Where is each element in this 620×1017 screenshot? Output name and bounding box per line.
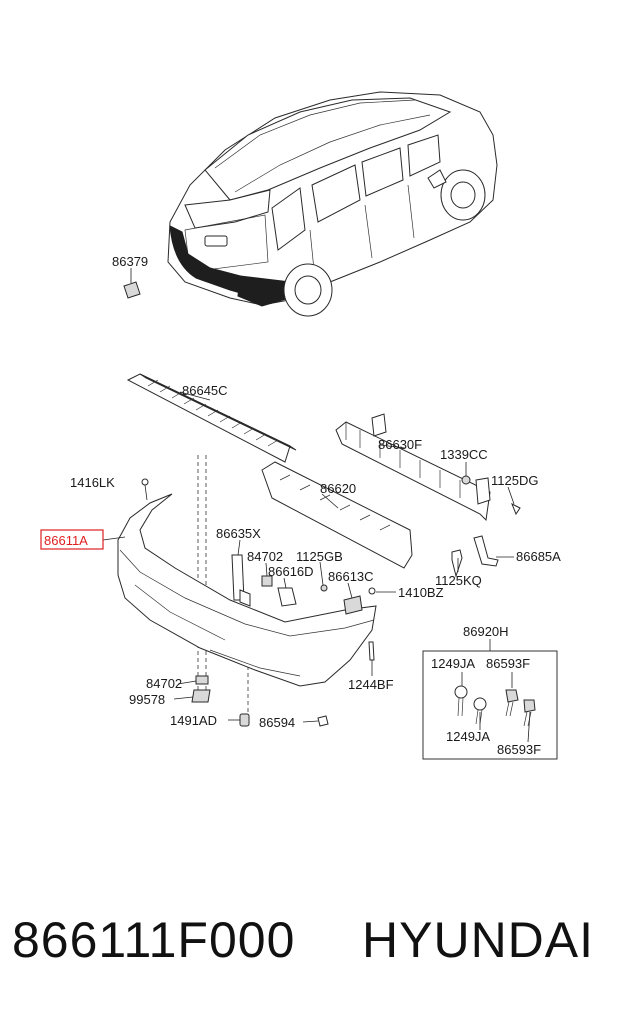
callout-86685A[interactable]: 86685A [516,549,561,564]
vehicle-illustration [167,91,498,317]
part-86685A: 86685A [473,535,561,567]
part-1125KQ: 1125KQ [435,549,482,588]
callout-86593F-top[interactable]: 86593F [486,656,530,671]
brand-name: HYUNDAI [362,912,595,968]
callout-1249JA-top[interactable]: 1249JA [431,656,475,671]
callout-86594[interactable]: 86594 [259,715,295,730]
callout-1491AD[interactable]: 1491AD [170,713,217,728]
part-1339CC: 1339CC [440,447,488,485]
caption-bar: 866111F000 HYUNDAI [0,895,620,985]
part-number: 866111F000 [12,912,296,968]
callout-84702-upper[interactable]: 84702 [247,549,283,564]
parts-diagram: 86379 86645C 86630F 1339CC 1125DG 866 [40,91,561,760]
callout-99578[interactable]: 99578 [129,692,165,707]
kit-box [422,650,558,760]
part-86620: 86620 [261,461,413,569]
callout-1125GB[interactable]: 1125GB [296,549,343,564]
callout-1416LK[interactable]: 1416LK [70,475,115,490]
callout-1125KQ[interactable]: 1125KQ [435,573,482,588]
part-86920H-kit: 86920H 1249JA 86593F 1249JA 86593F [422,624,558,760]
part-1125GB: 1125GB [296,549,343,592]
part-1125DG: 1125DG [491,473,538,516]
callout-86593F-bottom[interactable]: 86593F [497,742,541,757]
part-86616D: 86616D [268,564,314,607]
callout-86635X[interactable]: 86635X [216,526,261,541]
part-86635X: 86635X [216,526,261,607]
callout-86920H[interactable]: 86920H [463,624,509,639]
part-86379: 86379 [112,254,148,299]
callout-86611A[interactable]: 86611A [44,533,88,548]
part-1410BZ: 1410BZ [368,585,444,600]
part-86613C: 86613C [328,569,374,615]
callout-86616D[interactable]: 86616D [268,564,314,579]
part-86594: 86594 [259,715,329,730]
callout-86645C[interactable]: 86645C [182,383,228,398]
part-84702-upper: 84702 [247,549,283,587]
part-84702-lower: 84702 [146,675,209,691]
part-86645C: 86645C [126,373,297,463]
part-1244BF: 1244BF [348,641,394,692]
callout-84702-lower[interactable]: 84702 [146,676,182,691]
callout-1125DG[interactable]: 1125DG [491,473,538,488]
callout-1249JA-bottom[interactable]: 1249JA [446,729,490,744]
part-1491AD: 1491AD [170,713,250,728]
highlight-box [40,529,104,550]
part-86630F: 86630F [335,413,491,522]
part-99578: 99578 [129,689,211,707]
callout-86613C[interactable]: 86613C [328,569,374,584]
callout-86620[interactable]: 86620 [320,481,356,496]
callout-86379[interactable]: 86379 [112,254,148,269]
callout-1410BZ[interactable]: 1410BZ [398,585,444,600]
callout-86630F[interactable]: 86630F [378,437,422,452]
callout-1244BF[interactable]: 1244BF [348,677,394,692]
callout-1339CC[interactable]: 1339CC [440,447,488,462]
part-1416LK: 1416LK [70,475,149,501]
